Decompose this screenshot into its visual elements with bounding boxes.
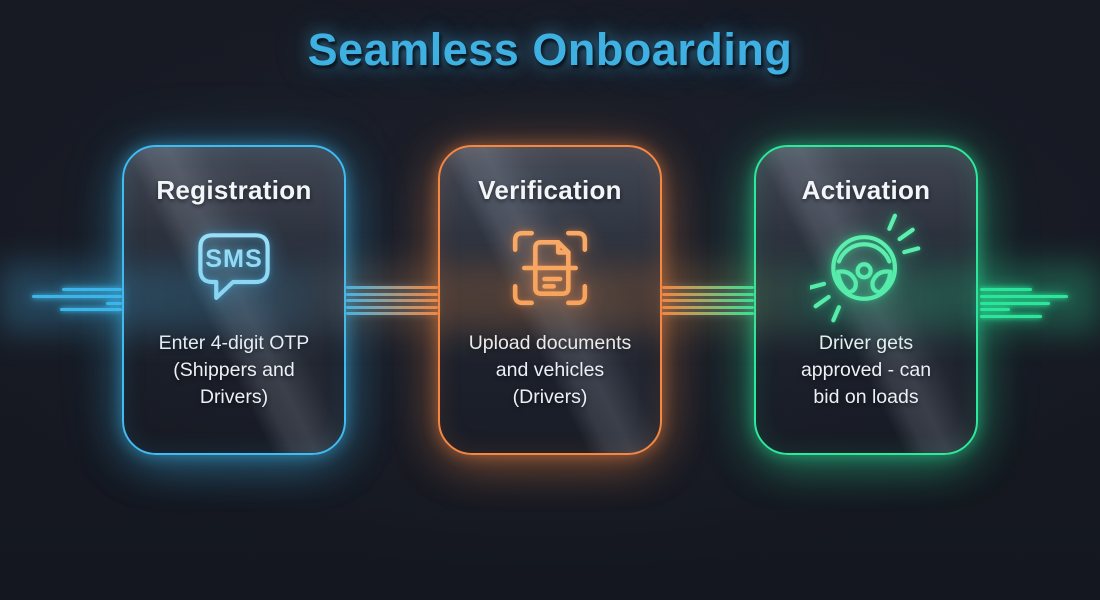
connector-line [662,306,754,309]
card-activation: Activation Driver gets approved - can bi… [754,145,978,455]
card-heading: Activation [801,175,931,205]
connector-line [980,288,1032,291]
sms-icon: SMS [189,206,279,330]
connector-line [980,308,1010,311]
page-title: Seamless Onboarding [307,24,793,75]
connector-line [62,288,122,291]
card-body: Enter 4-digit OTP (Shippers and Drivers) [158,332,310,408]
card-registration: Registration SMS Enter 4-digit OTP (Ship… [122,145,346,455]
connector-line [346,306,438,309]
connector-line [662,312,754,315]
connector-line [980,295,1068,298]
connector-line [662,293,754,296]
card-heading: Registration [156,175,312,205]
connector-line [346,299,438,302]
connector-line [980,302,1050,305]
connector-line [980,315,1042,318]
steering-wheel-icon [810,206,922,330]
connector-line [346,286,438,289]
connector-line [662,286,754,289]
card-body: Driver gets approved - can bid on loads [800,332,932,408]
card-body: Upload documents and vehicles (Drivers) [468,332,632,408]
connector-line [346,293,438,296]
connector-line [106,302,122,305]
sms-icon-label: SMS [205,245,262,273]
document-scan-icon [506,206,594,330]
connector-line [32,295,122,298]
connector-line [662,299,754,302]
connector-line [346,312,438,315]
connector-line [60,308,122,311]
card-heading: Verification [478,175,622,205]
card-verification: Verification Upload documents and vehicl… [438,145,662,455]
